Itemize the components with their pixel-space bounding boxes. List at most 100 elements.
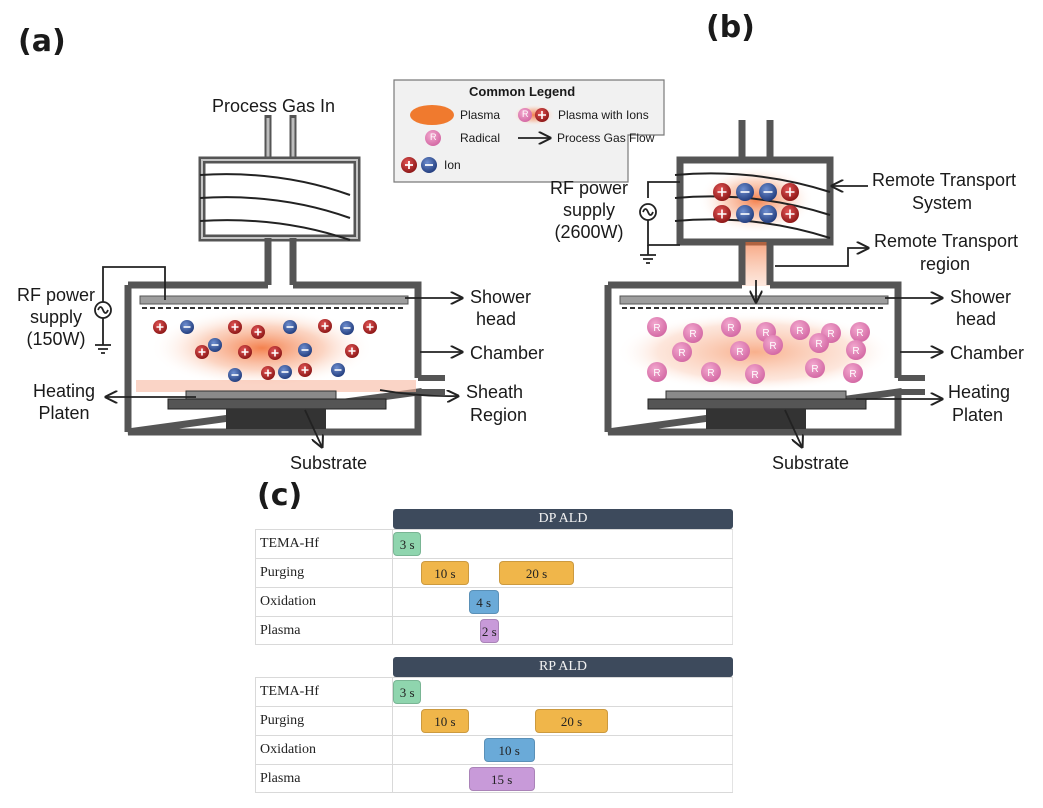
radical: [647, 317, 667, 337]
b-remote-system-1: Remote Transport: [872, 170, 1017, 190]
timing-bar-plasma: 2 s: [479, 619, 499, 643]
radical: [683, 323, 703, 343]
timing-bar-tema: 3 s: [393, 532, 422, 556]
timing-row: Plasma 15 s: [255, 764, 733, 793]
timing-row-label: Oxidation: [255, 736, 393, 764]
timing-row-track: 2 s: [393, 617, 733, 644]
timing-row-track: 3 s: [393, 530, 733, 558]
radical: [843, 363, 863, 383]
timing-row-track: 15 s: [393, 765, 733, 792]
b-chamber: Chamber: [950, 343, 1025, 363]
a-rf-line2: supply: [29, 307, 83, 327]
radical-symbol: R: [769, 341, 776, 352]
b-rf-line1: RF power: [549, 178, 629, 198]
b-rf-line2: supply: [562, 200, 616, 220]
radical-symbol: R: [827, 329, 834, 340]
timing-row-label: TEMA-Hf: [255, 530, 393, 558]
legend-ion: Ion: [444, 158, 461, 172]
timing-row-label: Purging: [255, 707, 393, 735]
b-remote-system-2: System: [912, 193, 973, 213]
timing-row-label: Oxidation: [255, 588, 393, 616]
positive-ion-sign: [348, 347, 356, 355]
a-sheath-1: Sheath: [466, 382, 524, 402]
timing-bar-plasma: 15 s: [468, 767, 535, 791]
positive-ion-sign: [366, 323, 374, 331]
radical-symbol: R: [849, 369, 856, 380]
radical: [745, 364, 765, 384]
panel-b-ions: [713, 183, 799, 223]
radical-symbol: R: [852, 346, 859, 357]
radical-symbol: R: [815, 339, 822, 350]
b-remote-region-2: region: [920, 254, 971, 274]
radical: [809, 333, 829, 353]
timing-row-track: 3 s: [393, 678, 733, 706]
b-heating-2: Platen: [952, 405, 1004, 425]
a-chamber: Chamber: [470, 343, 545, 363]
legend-title: Common Legend: [469, 84, 576, 99]
a-rf-line1: RF power: [16, 285, 96, 305]
legend-radical-symbol: R: [430, 132, 437, 142]
radical-symbol: R: [736, 347, 743, 358]
radical: [850, 322, 870, 342]
panel-a-ions: [153, 319, 377, 382]
timing-row-label: Plasma: [255, 765, 393, 792]
radical: [701, 362, 721, 382]
a-heating-1: Heating: [32, 381, 96, 401]
radical-symbol: R: [727, 323, 734, 334]
panel-a-arrows: [106, 298, 462, 447]
positive-ion-sign: [717, 187, 727, 197]
timing-bar-purging: 10 s: [421, 709, 469, 733]
rf-supply-a-symbol: [94, 266, 166, 354]
b-substrate: Substrate: [772, 453, 850, 473]
radical-symbol: R: [653, 368, 660, 379]
timing-row-track: 10 s 20 s: [393, 707, 733, 735]
positive-ion-sign: [785, 209, 795, 219]
timing-table-header: RP ALD: [393, 657, 733, 677]
radical: [721, 317, 741, 337]
radical-symbol: R: [762, 328, 769, 339]
radical: [790, 320, 810, 340]
a-rf-line3: (150W): [26, 329, 86, 349]
legend-process-gas-flow: Process Gas Flow: [557, 131, 655, 145]
legend-plasma-with-ions: Plasma with Ions: [558, 108, 649, 122]
timing-table-header: DP ALD: [393, 509, 733, 529]
radical: [730, 341, 750, 361]
legend-radical: Radical: [460, 131, 501, 145]
radical-symbol: R: [811, 364, 818, 375]
a-shower-head-2: head: [476, 309, 517, 329]
radical-symbol: R: [653, 323, 660, 334]
timing-row: Purging 10 s 20 s: [255, 706, 733, 735]
radical: [763, 335, 783, 355]
timing-row-track: 10 s: [393, 736, 733, 764]
timing-bar-tema: 3 s: [393, 680, 422, 704]
positive-ion-sign: [271, 349, 279, 357]
panel-a-chamber: [124, 115, 445, 436]
timing-bar-purging: 20 s: [534, 709, 609, 733]
panel-c-label: (c): [257, 478, 303, 513]
panel-b-chamber: [604, 120, 925, 436]
a-heating-2: Platen: [38, 403, 90, 423]
positive-ion-sign: [156, 323, 164, 331]
timing-row-track: 4 s: [393, 588, 733, 616]
positive-ion-sign: [231, 323, 239, 331]
positive-ion-sign: [321, 322, 329, 330]
a-shower-head-1: Shower: [470, 287, 532, 307]
a-process-gas-in: Process Gas In: [212, 96, 336, 116]
radical: [647, 362, 667, 382]
radical-symbol: R: [707, 368, 714, 379]
radical-symbol: R: [689, 329, 696, 340]
positive-ion-sign: [301, 366, 309, 374]
positive-ion-sign: [241, 348, 249, 356]
radical-symbol: R: [856, 328, 863, 339]
positive-ion-sign: [254, 328, 262, 336]
positive-ion-sign: [785, 187, 795, 197]
a-sheath-2: Region: [470, 405, 528, 425]
timing-row-label: TEMA-Hf: [255, 678, 393, 706]
timing-bar-oxidation: 4 s: [468, 590, 499, 614]
positive-ion-sign: [717, 209, 727, 219]
